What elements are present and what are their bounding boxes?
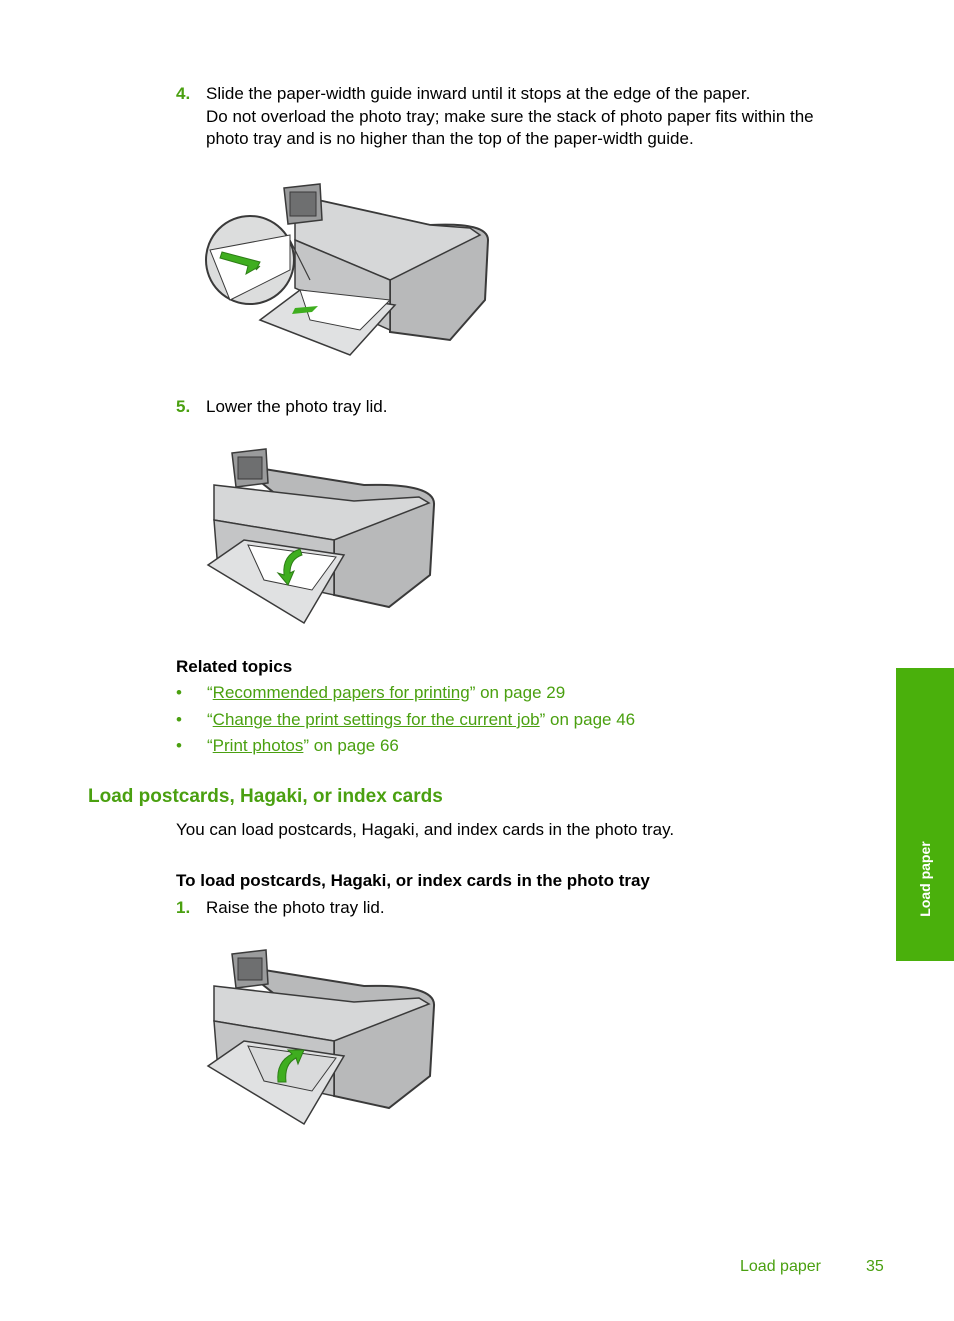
step-text: Slide the paper-width guide inward until… [206, 84, 751, 103]
step-number: 5. [176, 397, 191, 416]
footer-section-name: Load paper [740, 1258, 821, 1275]
bullet: • [176, 683, 182, 702]
bullet: • [176, 736, 182, 755]
quote-open: “ [207, 710, 213, 729]
printer-lower-lid-illustration [206, 448, 436, 625]
section-heading: Load postcards, Hagaki, or index cards [88, 786, 443, 807]
procedure-title: To load postcards, Hagaki, or index card… [176, 871, 650, 890]
link-recommended-papers[interactable]: Recommended papers for printing [212, 683, 470, 702]
page-ref: ” on page 29 [469, 683, 566, 702]
quote-open: “ [207, 683, 213, 702]
side-tab-label: Load paper [917, 840, 933, 917]
step-4-note-line1: Do not overload the photo tray; make sur… [206, 107, 814, 126]
printer-width-guide-illustration [205, 183, 490, 356]
link-print-photos[interactable]: Print photos [212, 736, 304, 755]
step-number: 4. [176, 84, 191, 103]
step-4-note-line2: photo tray and is no higher than the top… [206, 129, 694, 148]
page-ref: ” on page 46 [539, 710, 636, 729]
chapter-side-tab: Load paper [896, 668, 954, 961]
link-change-print-settings[interactable]: Change the print settings for the curren… [212, 710, 540, 729]
quote-open: “ [207, 736, 213, 755]
section-intro: You can load postcards, Hagaki, and inde… [176, 820, 675, 839]
related-topics-heading: Related topics [176, 657, 293, 676]
printer-raise-lid-illustration [206, 949, 436, 1126]
footer-page-number: 35 [866, 1258, 884, 1275]
step-number: 1. [176, 898, 191, 917]
page-ref: ” on page 66 [303, 736, 399, 755]
bullet: • [176, 710, 182, 729]
step-text: Raise the photo tray lid. [206, 898, 385, 917]
step-text: Lower the photo tray lid. [206, 397, 388, 416]
